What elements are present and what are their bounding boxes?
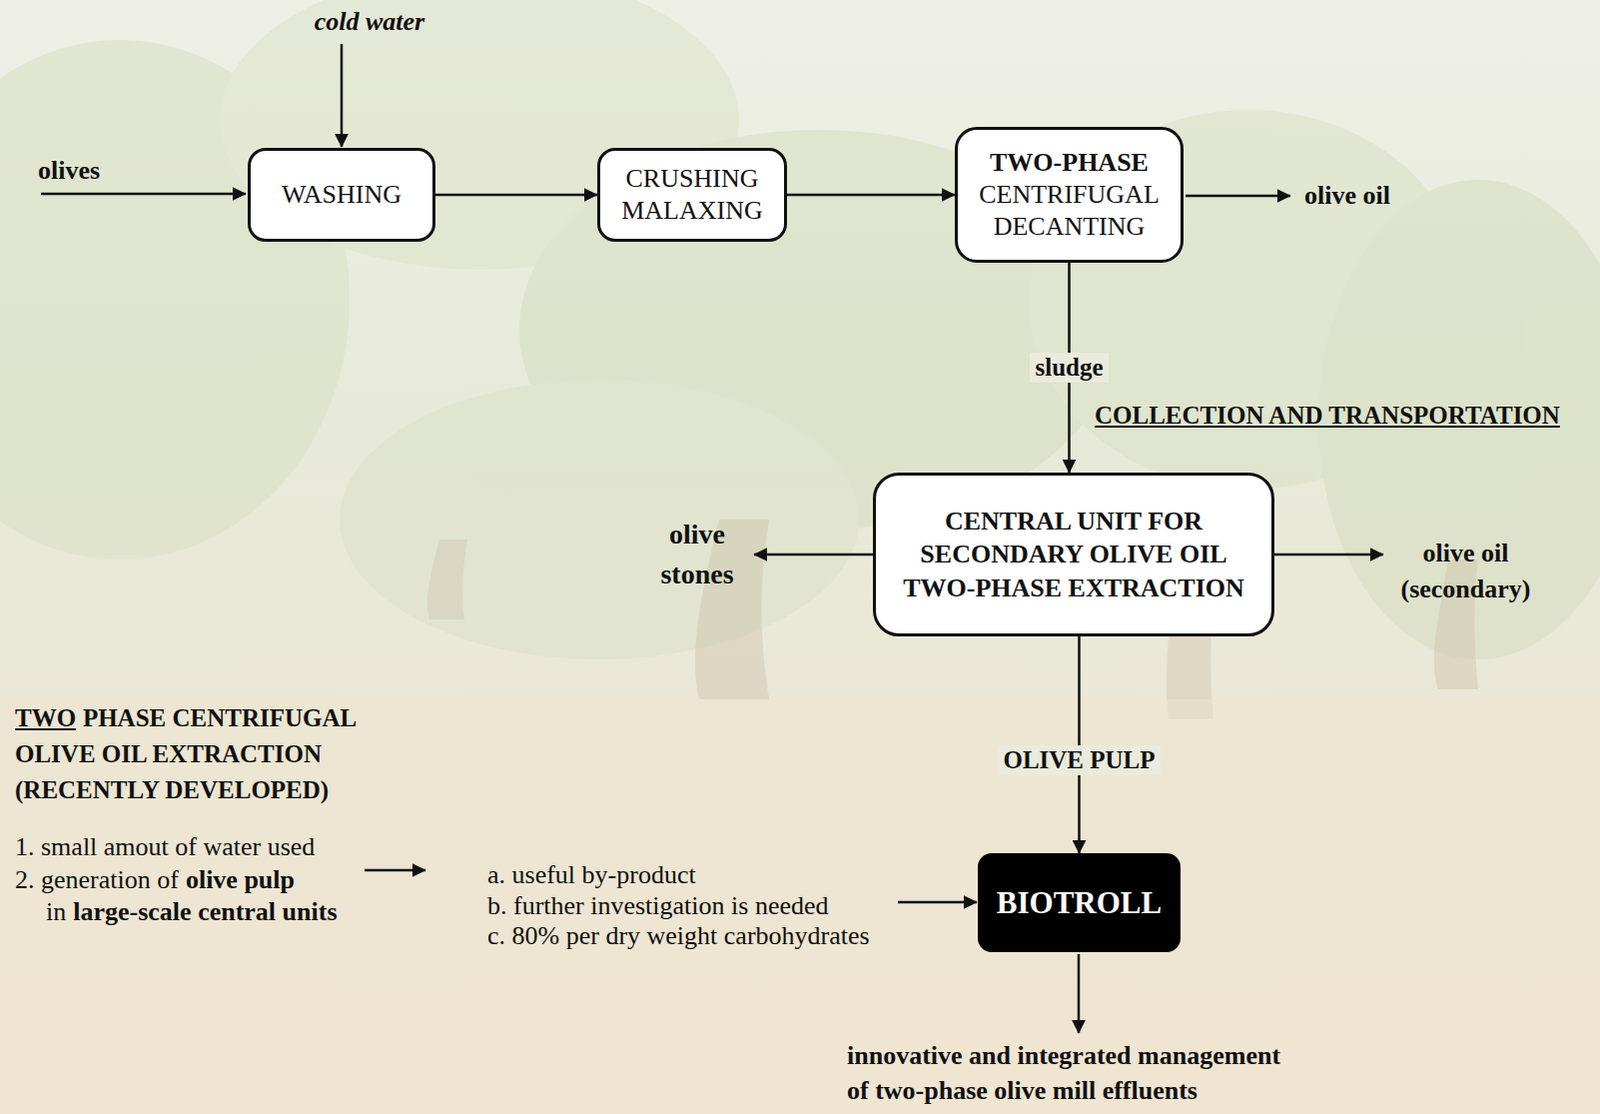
annotation-group: TWOPHASE CENTRIFUGAL OLIVE OIL EXTRACTIO… [14, 701, 395, 809]
annotation-group: COLLECTION AND TRANSPORTATION [1094, 399, 1595, 435]
tree-canopies [0, 0, 1600, 660]
input-arrow [40, 192, 246, 196]
annotation-text: a. useful by-product [487, 859, 697, 889]
annotation-group: a. useful by-product [487, 858, 907, 893]
annotation-text: in [45, 896, 66, 926]
pointer-arrow [364, 868, 426, 872]
annotation-group: inlarge-scale central units [45, 895, 446, 930]
annotation-text: TWO [14, 704, 76, 732]
central-unit-box: CENTRAL UNIT FOR SECONDARY OLIVE OIL TWO… [872, 472, 1275, 637]
annotation-text: olives [37, 155, 100, 185]
input-arrow [340, 43, 344, 147]
node-text: TWO-PHASE [989, 146, 1149, 179]
annotation-text: olive oil (secondary) [1401, 538, 1532, 604]
flow-connector [435, 193, 598, 197]
process-box: WASHING [247, 147, 436, 242]
node-text: CENTRIFUGAL DECANTING [969, 178, 1169, 242]
annotation-text: c. 80% per dry weight carbohydrates [487, 920, 870, 950]
annotation-group: olive stones [647, 516, 748, 597]
process-box: CRUSHING MALAXING [597, 147, 788, 242]
annotation-group: 1. small amout of water used [14, 830, 415, 865]
annotation-text: innovative and integrated management of … [846, 1040, 1281, 1105]
annotation-text: large-scale central units [72, 896, 337, 926]
edge-label: sludge [1029, 352, 1108, 383]
output-arrow [1274, 553, 1384, 557]
annotation-text: 2. generation of [14, 864, 179, 894]
node-text: WASHING [281, 178, 402, 211]
annotation-group: cold water [289, 5, 450, 41]
process-box: TWO-PHASECENTRIFUGAL DECANTING [954, 126, 1184, 263]
annotation-group: innovative and integrated management of … [846, 1039, 1297, 1110]
annotation-group: olive oil (secondary) [1393, 536, 1539, 609]
flow-connector [787, 193, 955, 197]
annotation-text: olive stones [660, 518, 734, 590]
output-arrow [1077, 953, 1081, 1033]
project-box: BIOTROLL [977, 852, 1181, 952]
node-text: CRUSHING MALAXING [612, 162, 773, 226]
annotation-group: c. 80% per dry weight carbohydrates [487, 919, 907, 954]
edge-label: OLIVE PULP [997, 745, 1160, 776]
node-text: BIOTROLL [996, 883, 1162, 922]
pointer-arrow [897, 900, 977, 904]
annotation-text: olive pulp [185, 864, 295, 894]
annotation-text: olive oil [1304, 180, 1391, 210]
annotation-group: olive oil [1304, 180, 1455, 214]
annotation-group: 2. generation ofolive pulp [14, 863, 415, 898]
node-text: CENTRAL UNIT FOR SECONDARY OLIVE OIL TWO… [892, 504, 1255, 604]
annotation-text: COLLECTION AND TRANSPORTATION [1094, 401, 1561, 429]
annotation-group: olives [37, 155, 158, 189]
annotation-text: cold water [314, 6, 426, 36]
annotation-text: 1. small amout of water used [14, 831, 315, 861]
output-arrow [754, 553, 873, 557]
ground [0, 699, 1600, 1114]
annotation-group: b. further investigation is needed [487, 889, 907, 924]
annotation-text: b. further investigation is needed [487, 890, 829, 920]
output-arrow [1185, 194, 1291, 198]
